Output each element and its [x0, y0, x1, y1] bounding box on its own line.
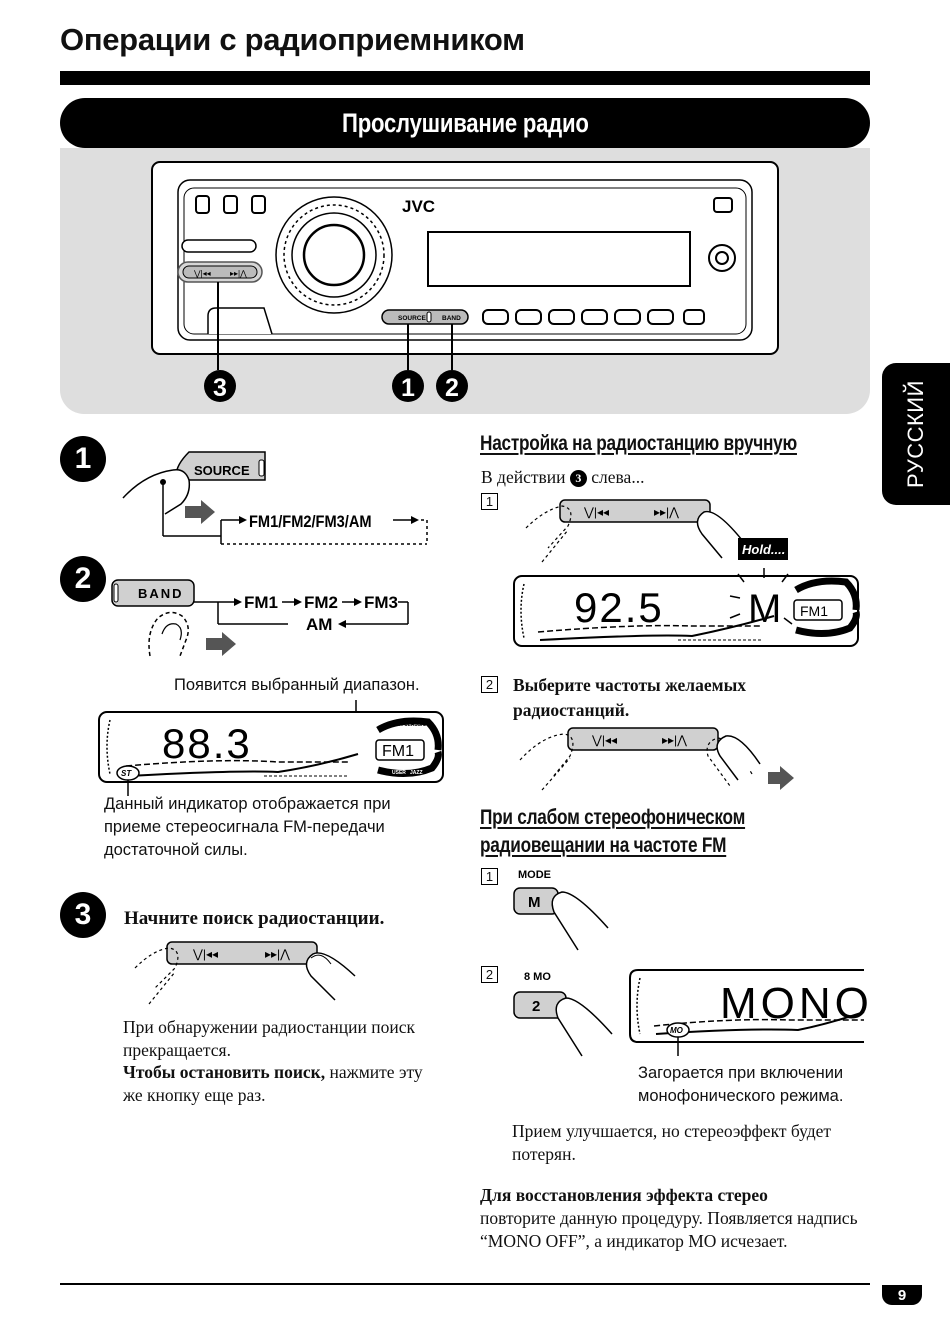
section-banner: Прослушивание радио — [60, 98, 870, 148]
lcd-display-925: 92.5 M FM1 — [513, 568, 860, 647]
manual-select-illustration: ⋁|◂◂ ▸▸|⋀ — [519, 727, 794, 791]
step-2-seq-fm1: FM1 — [244, 593, 278, 612]
step-3-heading: Начните поиск радиостанции. — [124, 908, 385, 929]
mo-indicator: MO — [670, 1026, 684, 1035]
callout-2: 2 — [445, 374, 459, 402]
mode-button-illustration: MODE M — [513, 869, 609, 951]
mo-note: Загорается при включении монофонического… — [638, 1064, 844, 1105]
lcd-band: FM1 — [382, 743, 414, 760]
lcd-preset: M — [748, 587, 781, 631]
step-3-circle: 3 — [60, 892, 106, 938]
lcd-tag-jazz: JAZZ — [410, 770, 423, 776]
lcd-display-mono: MONO MO — [629, 969, 869, 1056]
mode-key: M — [528, 894, 541, 911]
step-3-text1: При обнаружении радиостанции поиск прекр… — [123, 1017, 416, 1060]
weak-fm-item-1-num: 1 — [481, 868, 498, 885]
lcd-tag-rock: ROCK CLASSIC — [388, 722, 426, 728]
svg-text:▸▸|⋀: ▸▸|⋀ — [230, 269, 247, 278]
step-2-circle: 2 — [60, 556, 106, 602]
svg-text:⋁|◂◂: ⋁|◂◂ — [193, 269, 211, 278]
restore-stereo: Для восстановления эффекта стерео повтор… — [480, 1184, 860, 1253]
svg-text:⋁|◂◂: ⋁|◂◂ — [192, 947, 218, 961]
weak-fm-item-2-num: 2 — [481, 966, 498, 983]
mode-label: MODE — [518, 869, 551, 881]
manual-tuning-heading: Настройка на радиостанцию вручную — [480, 432, 797, 455]
footer-rule — [60, 1283, 870, 1285]
intro-after: слева... — [591, 467, 645, 487]
step-3-text2-rest: нажмите эту же кнопку еще раз. — [123, 1062, 423, 1105]
svg-text:▸▸|⋀: ▸▸|⋀ — [654, 505, 679, 519]
step-1-sequence: FM1/FM2/FM3/AM — [249, 513, 372, 531]
title-rule — [60, 71, 870, 85]
step-1-illustration: SOURCE FM1/FM2/FM3/AM — [122, 451, 428, 545]
lcd-tag-user: USER — [392, 770, 406, 776]
st-indicator: ST — [121, 769, 132, 778]
step-1-circle: 1 — [60, 436, 106, 482]
weak-fm-heading-line2: радиовещании на частоте FM — [480, 834, 727, 857]
section-title: Прослушивание радио — [341, 107, 589, 138]
hold-label: Hold.... — [742, 542, 785, 557]
manual-item-1-num: 1 — [481, 493, 498, 510]
intro-ref-circle: 3 — [569, 470, 587, 487]
device-band-label: BAND — [442, 315, 461, 322]
manual-tuning-intro: В действии 3 слева... — [481, 466, 644, 489]
language-tab-label: РУССКИЙ — [903, 380, 929, 488]
step-2-seq-fm2: FM2 — [304, 593, 338, 612]
st-note: Данный индикатор отображается при приеме… — [104, 795, 391, 859]
brand-logo: JVC — [402, 197, 435, 216]
restore-rest: повторите данную процедуру. Появляется н… — [480, 1208, 858, 1251]
svg-text:⋁|◂◂: ⋁|◂◂ — [591, 733, 617, 747]
manual-hold-illustration: ⋁|◂◂ ▸▸|⋀ Hold.... — [525, 499, 788, 563]
step-2-seq-fm3: FM3 — [364, 593, 398, 612]
device-source-label: SOURCE — [398, 315, 426, 322]
page-number: 9 — [882, 1285, 922, 1305]
step-2-button-label: BAND — [138, 586, 184, 601]
step-3-text2: Чтобы остановить поиск, нажмите эту же к… — [123, 1061, 443, 1107]
key-number: 2 — [532, 998, 540, 1015]
svg-text:▸▸|⋀: ▸▸|⋀ — [662, 733, 687, 747]
callout-1: 1 — [401, 374, 415, 402]
car-stereo-illustration: JVC ⋁|◂◂ ▸▸|⋀ SOURCE BAND 3 1 2 — [151, 161, 779, 402]
lcd-display-fm1: 88.3 FM1 ROCK CLASSIC USER JAZZ ST — [98, 700, 444, 796]
key-label: 8 MO — [524, 971, 551, 983]
lcd-925-band: FM1 — [800, 603, 828, 619]
svg-text:⋁|◂◂: ⋁|◂◂ — [583, 505, 609, 519]
band-note: Появится выбранный диапазон. — [174, 676, 420, 694]
restore-bold: Для восстановления эффекта стерео — [480, 1185, 768, 1205]
preset-2-illustration: 8 MO 2 — [513, 971, 613, 1057]
intro-before: В действии — [481, 467, 566, 487]
page-title: Операции с радиоприемником — [60, 22, 525, 57]
step-2-seq-am: AM — [306, 615, 332, 634]
language-tab: РУССКИЙ — [882, 363, 950, 505]
lcd-frequency: 88.3 — [162, 720, 252, 767]
weak-fm-result: Прием улучшается, но стереоэффект будет … — [512, 1121, 832, 1164]
mono-display-text: MONO — [720, 979, 873, 1028]
step-1-button-label: SOURCE — [194, 463, 250, 478]
step-3-seek-illustration: ⋁|◂◂ ▸▸|⋀ — [134, 941, 356, 1005]
svg-text:▸▸|⋀: ▸▸|⋀ — [265, 947, 290, 961]
step-2-illustration: BAND FM1 FM2 FM3 AM — [111, 579, 409, 657]
step-3-text2-bold: Чтобы остановить поиск, — [123, 1062, 326, 1082]
manual-item-2-text: Выберите частоты желаемых радиостанций. — [513, 675, 746, 720]
callout-3: 3 — [213, 374, 227, 402]
lcd-925-frequency: 92.5 — [574, 584, 664, 631]
weak-fm-heading-line1: При слабом стереофоническом — [480, 806, 746, 829]
manual-item-2-num: 2 — [481, 676, 498, 693]
